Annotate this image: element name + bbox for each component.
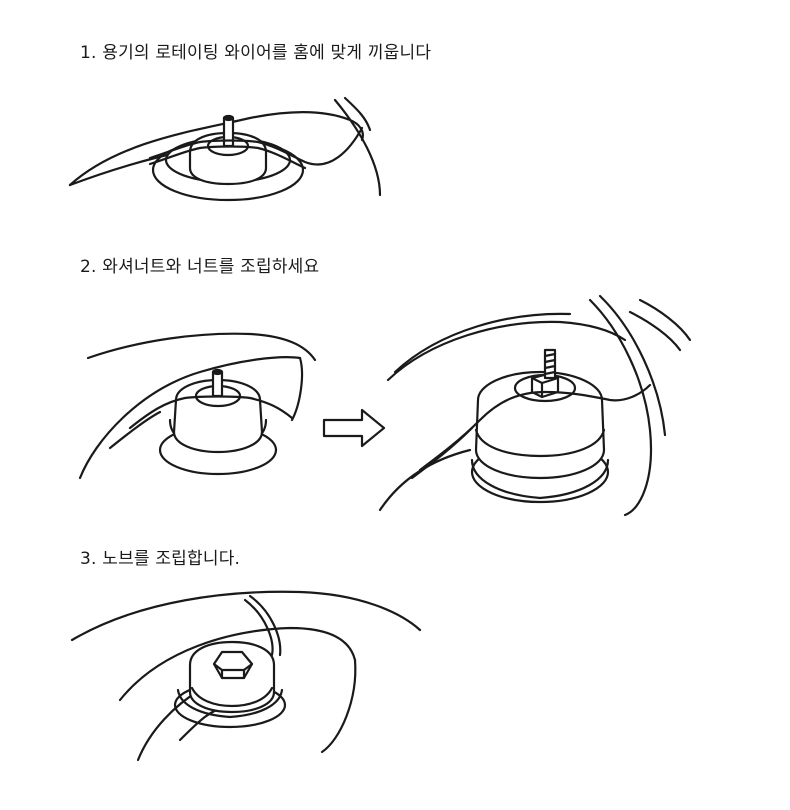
step-1-instruction: 1. 용기의 로테이팅 와이어를 홈에 맞게 끼웁니다	[80, 43, 432, 63]
step-3-instruction: 3. 노브를 조립합니다.	[80, 549, 241, 569]
step-2-instruction: 2. 와셔너트와 너트를 조립하세요	[80, 257, 320, 277]
